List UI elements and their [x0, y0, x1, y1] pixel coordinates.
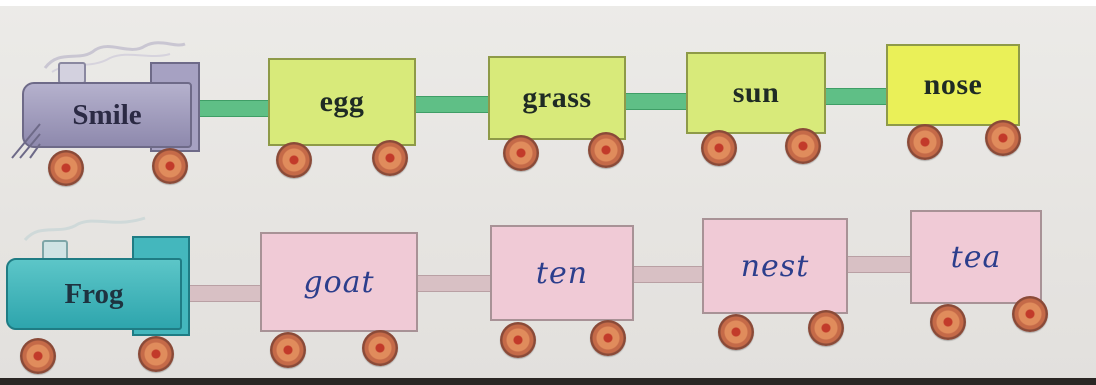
- connector: [184, 285, 264, 302]
- wheel: [718, 314, 754, 350]
- wheel: [907, 124, 943, 160]
- wagon-label: ten: [535, 255, 589, 291]
- wagon-label: egg: [319, 85, 365, 118]
- wagon-4: tea: [910, 210, 1042, 304]
- wheel: [270, 332, 306, 368]
- wagon-label: nest: [740, 248, 810, 284]
- wagon-2: grass: [488, 56, 626, 140]
- top-border: [0, 0, 1096, 6]
- engine-body: Frog: [6, 258, 182, 330]
- connector: [622, 93, 690, 110]
- wheel: [362, 330, 398, 366]
- wagon-label: tea: [950, 239, 1002, 275]
- connector: [416, 275, 492, 292]
- wheel: [276, 142, 312, 178]
- wheel: [808, 310, 844, 346]
- wagon-label: nose: [923, 68, 983, 101]
- wheel: [588, 132, 624, 168]
- smoke-icon: [23, 216, 146, 242]
- wheel: [985, 120, 1021, 156]
- engine-label: Smile: [72, 98, 142, 131]
- wagon-4: nose: [886, 44, 1020, 126]
- wheel: [590, 320, 626, 356]
- connector: [410, 96, 490, 113]
- wagon-2: ten: [490, 225, 634, 321]
- wheel: [138, 336, 174, 372]
- engine-label: Frog: [64, 277, 124, 310]
- wagon-1: egg: [268, 58, 416, 146]
- wheel: [20, 338, 56, 374]
- wheel: [152, 148, 188, 184]
- wheel: [701, 130, 737, 166]
- wagon-label: goat: [303, 264, 375, 300]
- connector: [846, 256, 912, 273]
- cow-catcher-icon: [11, 123, 41, 159]
- wagon-3: nest: [702, 218, 848, 314]
- connector: [190, 100, 280, 117]
- wheel: [930, 304, 966, 340]
- wheel: [372, 140, 408, 176]
- wheel: [500, 322, 536, 358]
- wheel: [48, 150, 84, 186]
- wheel: [785, 128, 821, 164]
- wagon-label: grass: [522, 81, 592, 114]
- wagon-1: goat: [260, 232, 418, 332]
- wagon-label: sun: [732, 76, 780, 109]
- wagon-3: sun: [686, 52, 826, 134]
- smokestack: [58, 62, 86, 84]
- wheel: [503, 135, 539, 171]
- wheel: [1012, 296, 1048, 332]
- bottom-border: [0, 378, 1096, 385]
- connector: [634, 266, 702, 283]
- engine-body: Smile: [22, 82, 192, 148]
- connector: [822, 88, 892, 105]
